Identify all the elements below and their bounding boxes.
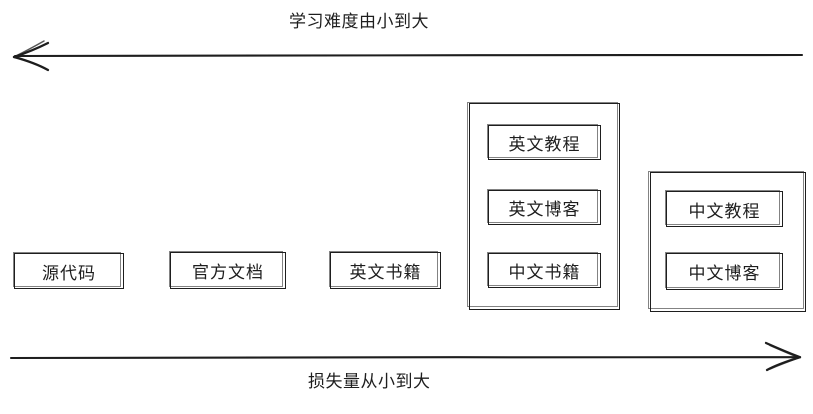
node-chinese-books[interactable]: 中文书籍 bbox=[487, 252, 601, 288]
top-axis-label: 学习难度由小到大 bbox=[289, 12, 429, 31]
bottom-axis-label: 损失量从小到大 bbox=[308, 372, 431, 391]
group-chinese[interactable]: 中文教程 中文博客 bbox=[648, 171, 806, 312]
node-english-tutorial[interactable]: 英文教程 bbox=[487, 124, 601, 160]
node-official-docs[interactable]: 官方文档 bbox=[169, 251, 286, 289]
node-source-code[interactable]: 源代码 bbox=[13, 252, 124, 289]
top-axis bbox=[12, 40, 804, 72]
group-english[interactable]: 英文教程 英文博客 中文书籍 bbox=[467, 102, 620, 310]
node-english-books[interactable]: 英文书籍 bbox=[329, 251, 441, 289]
node-chinese-tutorial[interactable]: 中文教程 bbox=[665, 190, 783, 227]
bottom-axis bbox=[9, 341, 802, 372]
node-english-blog[interactable]: 英文博客 bbox=[487, 189, 601, 225]
node-chinese-blog[interactable]: 中文博客 bbox=[665, 252, 783, 290]
